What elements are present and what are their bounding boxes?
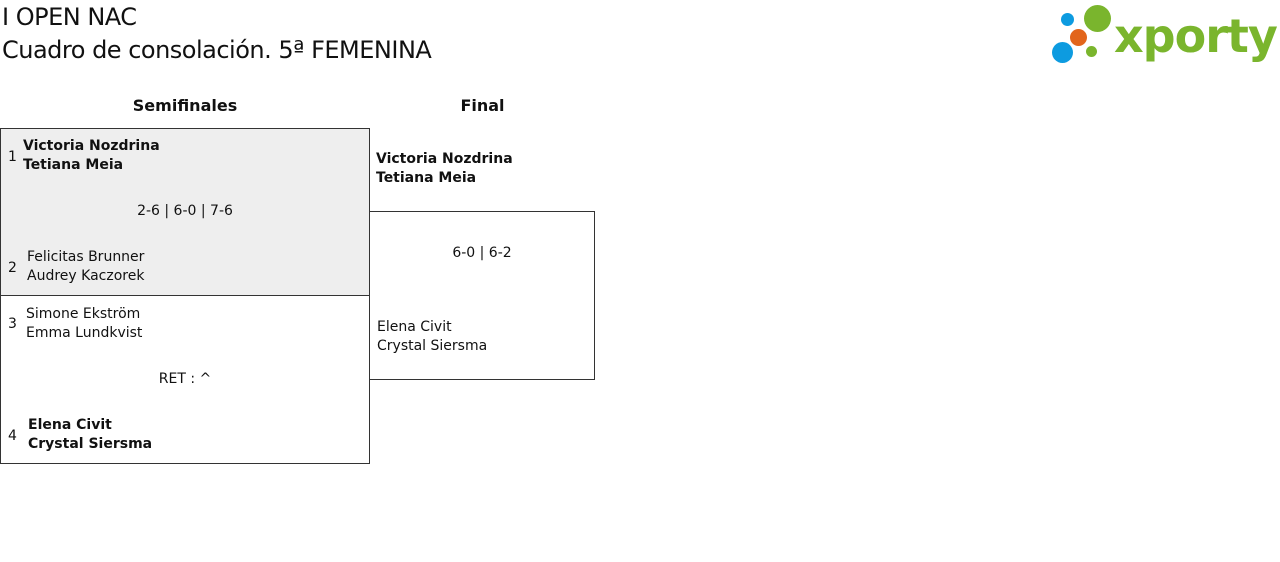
- tournament-title: I OPEN NAC: [2, 3, 137, 31]
- player-name: Elena Civit: [28, 417, 112, 433]
- player-name: Victoria Nozdrina: [376, 151, 513, 167]
- logo-dot-orange: [1070, 29, 1087, 46]
- team-entry[interactable]: Victoria Nozdrina Tetiana Meia: [23, 137, 160, 175]
- logo-dot-green-small: [1086, 46, 1097, 57]
- player-name: Emma Lundkvist: [26, 325, 143, 341]
- player-name: Victoria Nozdrina: [23, 138, 160, 154]
- player-name: Tetiana Meia: [376, 170, 477, 186]
- logo-dot-blue-large: [1052, 42, 1073, 63]
- logo-dot-blue-small: [1061, 13, 1074, 26]
- round-heading-final: Final: [460, 96, 505, 115]
- player-name: Audrey Kaczorek: [27, 268, 145, 284]
- team-entry[interactable]: Simone Ekström Emma Lundkvist: [26, 305, 142, 343]
- player-name: Felicitas Brunner: [27, 249, 145, 265]
- player-name: Elena Civit: [377, 319, 452, 335]
- seed-number: 1: [8, 149, 17, 165]
- final-team-bottom[interactable]: Elena Civit Crystal Siersma: [377, 318, 487, 356]
- match-score: 2-6 | 6-0 | 7-6: [137, 203, 233, 219]
- player-name: Crystal Siersma: [377, 338, 488, 354]
- draw-title: Cuadro de consolación. 5ª FEMENINA: [2, 36, 432, 64]
- seed-number: 3: [8, 316, 17, 332]
- player-name: Simone Ekström: [26, 306, 141, 322]
- team-entry[interactable]: Felicitas Brunner Audrey Kaczorek: [27, 248, 144, 286]
- match-score: 6-0 | 6-2: [452, 245, 512, 261]
- xporty-logo: xporty: [1052, 4, 1278, 68]
- round-heading-semifinals: Semifinales: [132, 96, 238, 115]
- final-match[interactable]: 6-0 | 6-2 Elena Civit Crystal Siersma: [369, 211, 595, 380]
- semifinal-match-1[interactable]: 1 Victoria Nozdrina Tetiana Meia 2-6 | 6…: [0, 128, 370, 296]
- logo-dot-green-large: [1084, 5, 1111, 32]
- semifinal-match-2[interactable]: 3 Simone Ekström Emma Lundkvist RET : ^ …: [0, 295, 370, 464]
- final-team-top[interactable]: Victoria Nozdrina Tetiana Meia: [376, 150, 513, 188]
- match-score: RET : ^: [158, 371, 212, 387]
- player-name: Crystal Siersma: [28, 436, 153, 452]
- logo-wordmark: xporty: [1114, 9, 1278, 63]
- team-entry[interactable]: Elena Civit Crystal Siersma: [28, 416, 152, 454]
- player-name: Tetiana Meia: [23, 157, 124, 173]
- seed-number: 2: [8, 260, 17, 276]
- seed-number: 4: [8, 428, 17, 444]
